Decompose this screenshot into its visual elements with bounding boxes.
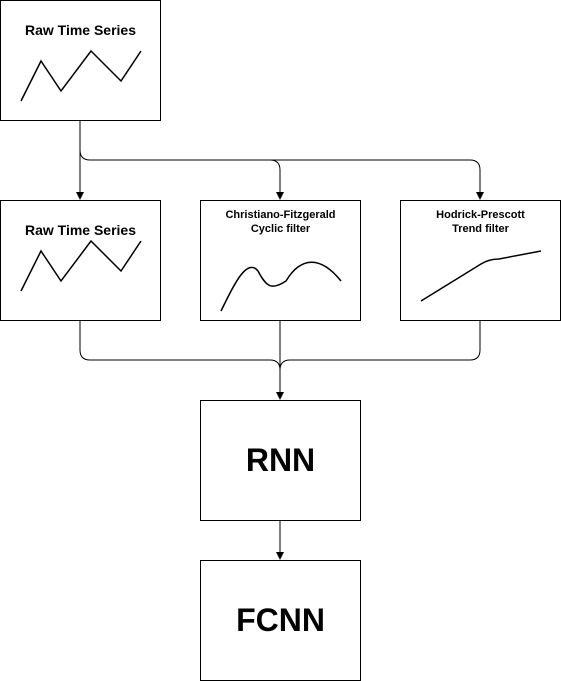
trend-line-icon — [420, 250, 542, 302]
source-box-title: Raw Time Series — [24, 22, 137, 38]
source-raw-time-series-box[interactable]: Raw Time Series — [0, 0, 161, 121]
rnn-label: RNN — [245, 442, 316, 478]
branch-cyclic-filter-box[interactable]: Christiano-Fitzgerald Cyclic filter — [200, 200, 361, 321]
zigzag-series-icon — [20, 239, 142, 292]
zigzag-series-icon — [20, 49, 142, 102]
rnn-box[interactable]: RNN — [200, 400, 361, 521]
branch-raw-series-title: Raw Time Series — [24, 222, 137, 238]
branch-cyclic-filter-title: Christiano-Fitzgerald Cyclic filter — [225, 209, 336, 235]
fcnn-box[interactable]: FCNN — [200, 560, 361, 681]
branch-trend-filter-title: Hodrick-Prescott Trend filter — [436, 209, 525, 235]
cyclic-wave-icon — [220, 261, 342, 312]
arrow-raw-series-to-rnn — [79, 320, 281, 371]
branch-trend-filter-box[interactable]: Hodrick-Prescott Trend filter — [400, 200, 561, 321]
arrow-trend-filter-to-rnn — [279, 320, 481, 371]
arrow-source-to-cyclic-filter — [79, 149, 284, 200]
fcnn-label: FCNN — [236, 602, 325, 638]
branch-raw-time-series-box[interactable]: Raw Time Series — [0, 200, 161, 321]
arrow-source-to-trend-filter — [270, 159, 484, 200]
